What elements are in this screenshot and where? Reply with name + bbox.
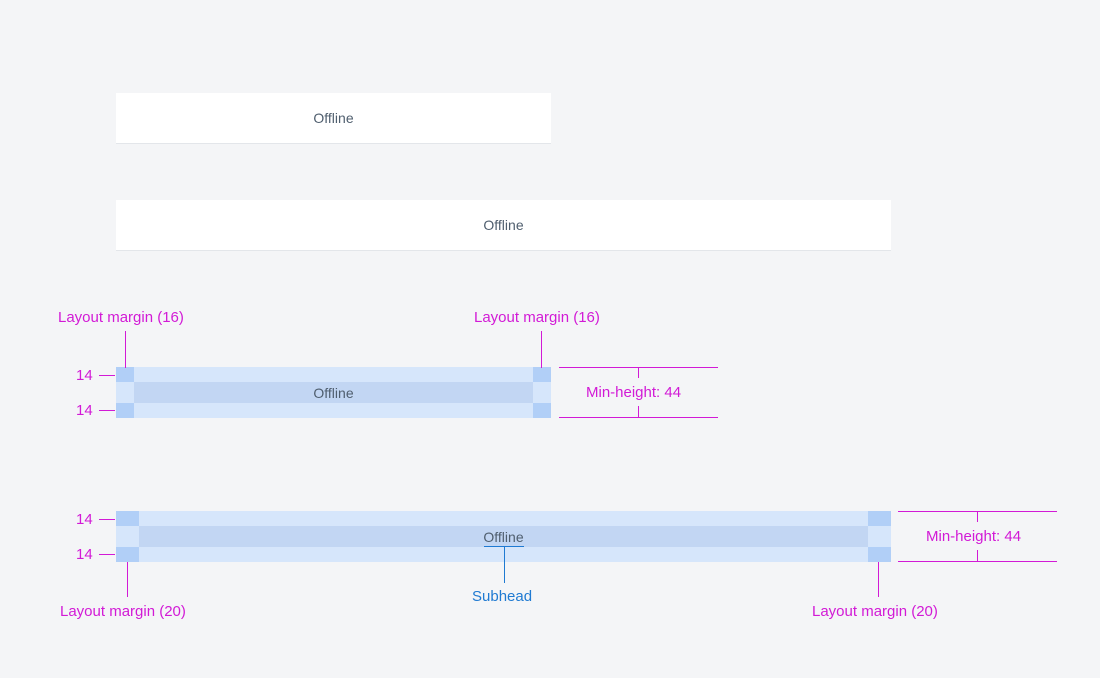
padding-bottom-tick xyxy=(99,554,115,555)
min-height-stem-top xyxy=(977,512,978,522)
min-height-bottom-line xyxy=(898,561,1057,562)
layout-margin-label-left: Layout margin (20) xyxy=(60,603,186,620)
padding-bottom-band xyxy=(116,547,891,562)
margin-left-band xyxy=(116,382,134,403)
margin-right-band xyxy=(868,526,891,547)
subhead-leader xyxy=(504,547,505,583)
padding-top-tick xyxy=(99,375,115,376)
padding-top-label: 14 xyxy=(76,367,93,384)
layout-margin-label-right: Layout margin (16) xyxy=(474,309,600,326)
margin-corner-tr xyxy=(533,367,551,382)
min-height-bottom-line xyxy=(559,417,718,418)
layout-margin-label-left: Layout margin (16) xyxy=(58,309,184,326)
padding-top-band xyxy=(116,511,891,526)
padding-bottom-tick xyxy=(99,410,115,411)
margin-corner-tl xyxy=(116,511,139,526)
spec-compact: Offline xyxy=(116,367,551,418)
subhead-label: Subhead xyxy=(472,588,533,605)
margin-corner-br xyxy=(868,547,891,562)
padding-bottom-band xyxy=(116,403,551,418)
spec-content-text: Offline xyxy=(313,385,354,401)
padding-top-band xyxy=(116,367,551,382)
padding-top-tick xyxy=(99,519,115,520)
min-height-top-line xyxy=(559,367,718,368)
spec-regular: Offline xyxy=(116,511,891,562)
subhead-underline xyxy=(484,546,524,547)
margin-corner-bl xyxy=(116,547,139,562)
margin-corner-br xyxy=(533,403,551,418)
spec-content-text: Offline xyxy=(483,529,524,545)
content-band xyxy=(139,526,868,547)
banner-text: Offline xyxy=(483,217,524,233)
margin-leader-left xyxy=(125,331,126,368)
offline-banner-regular: Offline xyxy=(116,200,891,250)
margin-leader-left xyxy=(127,562,128,597)
margin-left-band xyxy=(116,526,139,547)
content-band xyxy=(134,382,533,403)
banner-text: Offline xyxy=(313,110,354,126)
min-height-stem-bottom xyxy=(977,550,978,561)
margin-leader-right xyxy=(541,331,542,368)
margin-leader-right xyxy=(878,562,879,597)
min-height-stem-bottom xyxy=(638,406,639,417)
padding-bottom-label: 14 xyxy=(76,546,93,563)
padding-bottom-label: 14 xyxy=(76,402,93,419)
min-height-stem-top xyxy=(638,368,639,378)
min-height-label: Min-height: 44 xyxy=(926,528,1022,545)
layout-margin-label-right: Layout margin (20) xyxy=(812,603,938,620)
min-height-label: Min-height: 44 xyxy=(586,384,682,401)
margin-corner-tr xyxy=(868,511,891,526)
margin-right-band xyxy=(533,382,551,403)
margin-corner-tl xyxy=(116,367,134,382)
padding-top-label: 14 xyxy=(76,511,93,528)
min-height-top-line xyxy=(898,511,1057,512)
margin-corner-bl xyxy=(116,403,134,418)
offline-banner-compact: Offline xyxy=(116,93,551,143)
